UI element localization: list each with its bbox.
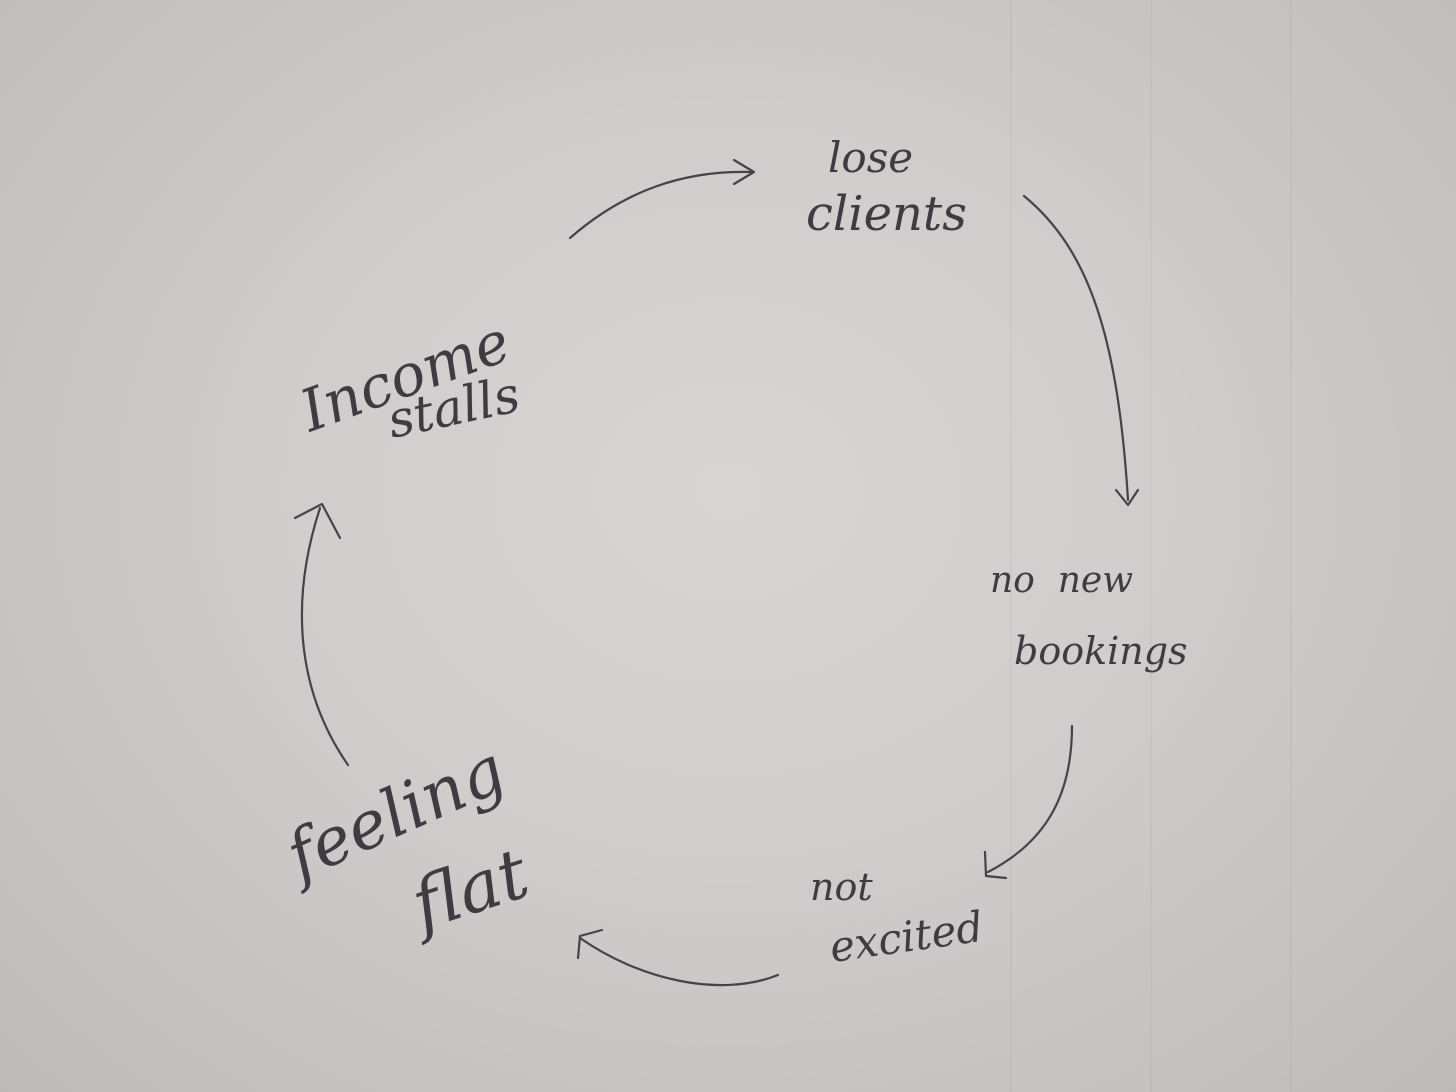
node-not-excited-line-2: excited [827,902,986,972]
node-no-new-bookings-line-1: no new [990,560,1133,601]
arrow-lose-clients-to-no-new-bookings [1022,194,1140,507]
arrow-feeling-flat-to-income-stalls [293,502,350,767]
node-lose-clients-line-2: clients [806,186,967,242]
node-lose-clients-line-1: lose [828,133,913,182]
node-not-excited: not excited [810,865,986,972]
arrow-not-excited-to-feeling-flat [576,928,780,987]
node-feeling-flat: feeling flat [271,731,539,948]
arrow-no-new-bookings-to-not-excited [983,724,1074,880]
node-not-excited-line-1: not [810,865,873,909]
node-feeling-flat-line-2: flat [397,832,539,948]
node-no-new-bookings: no new bookings [990,560,1188,673]
node-lose-clients: lose clients [806,133,967,242]
arrow-income-to-lose-clients [568,158,756,240]
node-no-new-bookings-line-2: bookings [1014,629,1188,673]
node-income-stalls: Income stalls [291,307,525,450]
